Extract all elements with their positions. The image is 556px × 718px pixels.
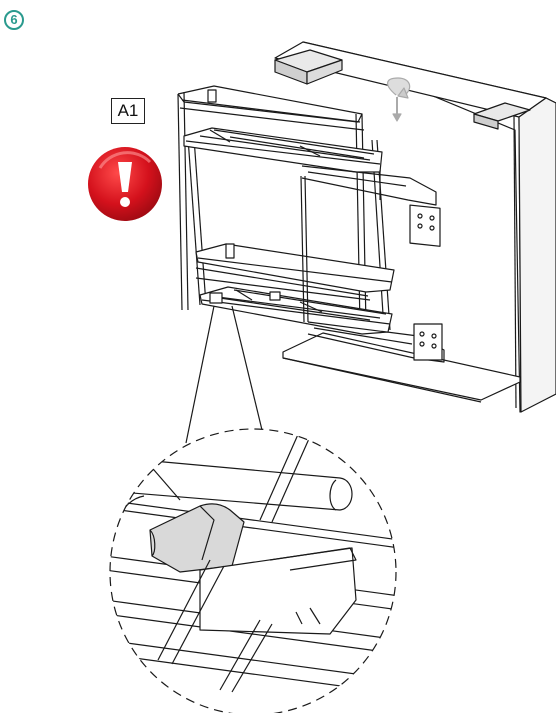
part-label-a1: A1	[111, 98, 145, 124]
rotate-arrow-icon	[387, 77, 411, 122]
step-number-badge: 6	[4, 10, 24, 30]
top-runner-bracket	[301, 165, 441, 247]
cabinet-top-block-left	[274, 49, 343, 85]
cabinet-bottom-board	[282, 332, 521, 403]
zoom-callout-lines	[185, 305, 263, 444]
exclamation-warning-icon	[88, 147, 162, 221]
zoom-detail	[109, 428, 397, 716]
bottom-runner-bracket	[307, 321, 445, 363]
cabinet-side-panel	[274, 41, 556, 413]
pullout-basket	[177, 85, 395, 335]
cabinet-top-block-right	[473, 102, 531, 130]
